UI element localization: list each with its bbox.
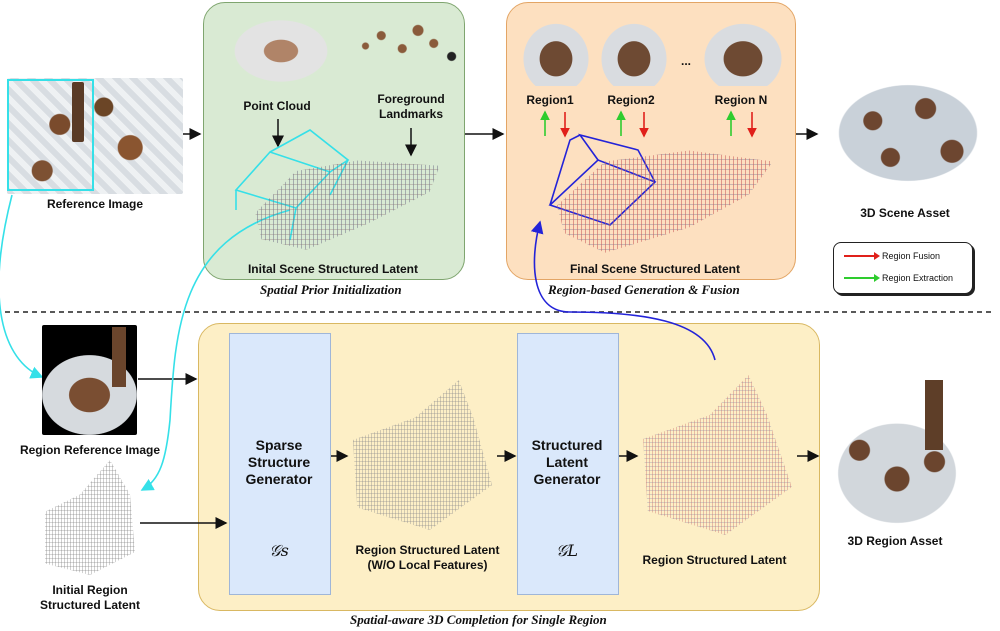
latent-generator-label: Structured Latent Generator: [531, 437, 603, 487]
foreground-landmarks-label: Foreground Landmarks: [377, 92, 445, 121]
legend-extraction-swatch: [844, 274, 880, 282]
legend-fusion-swatch: [844, 252, 880, 260]
legend-extraction: Region Extraction: [844, 273, 953, 283]
region-ellipsis: ...: [680, 54, 691, 68]
initial-region-latent-image: [45, 460, 135, 575]
regionN-image: [698, 18, 788, 86]
scene-asset-image: [820, 72, 996, 194]
reference-image: [7, 78, 183, 194]
region1-image: [518, 18, 594, 86]
initial-region-latent-label: Initial Region Structured Latent: [39, 583, 140, 612]
region-reference-tower: [112, 327, 126, 387]
point-cloud-image: [222, 12, 340, 90]
reference-crop-box: [7, 79, 94, 191]
legend-fusion: Region Fusion: [844, 251, 940, 261]
structured-latent-generator: [517, 333, 619, 595]
legend-fusion-label: Region Fusion: [882, 251, 941, 261]
cyan-crop-to-region-ref: [0, 194, 44, 379]
region2-image: [596, 18, 672, 86]
region-asset-tower: [925, 380, 943, 450]
legend-extraction-label: Region Extraction: [882, 273, 954, 283]
legend: Region Fusion Region Extraction: [833, 242, 973, 294]
scene-asset-label: 3D Scene Asset: [860, 206, 950, 220]
region-reference-label: Region Reference Image: [19, 443, 161, 457]
region2-label: Region2: [607, 93, 655, 107]
sparse-structure-generator: [229, 333, 331, 595]
point-cloud-label: Point Cloud: [243, 99, 311, 113]
final-scene-latent-label: Final Scene Structured Latent: [569, 262, 741, 276]
foreground-landmarks-image: [355, 20, 460, 72]
sparse-generator-label: Sparse Structure Generator: [245, 437, 313, 487]
latent-generator-symbol: 𝒢L: [555, 541, 579, 560]
sparse-generator-symbol: 𝒢s: [269, 541, 289, 560]
region-asset-label: 3D Region Asset: [847, 534, 943, 548]
clock-tower: [72, 82, 84, 142]
regionN-label: Region N: [714, 93, 768, 107]
completion-caption: Spatial-aware 3D Completion for Single R…: [350, 612, 607, 627]
spatial-prior-caption: Spatial Prior Initialization: [260, 282, 402, 297]
region-latent-no-local-label: Region Structured Latent (W/O Local Feat…: [355, 543, 500, 572]
reference-image-label: Reference Image: [46, 197, 144, 211]
region-asset-image: [822, 410, 972, 525]
region1-label: Region1: [526, 93, 574, 107]
region-fusion-caption: Region-based Generation & Fusion: [548, 282, 740, 297]
region-latent-label: Region Structured Latent: [642, 553, 787, 567]
initial-scene-latent-label: Inital Scene Structured Latent: [247, 262, 419, 276]
